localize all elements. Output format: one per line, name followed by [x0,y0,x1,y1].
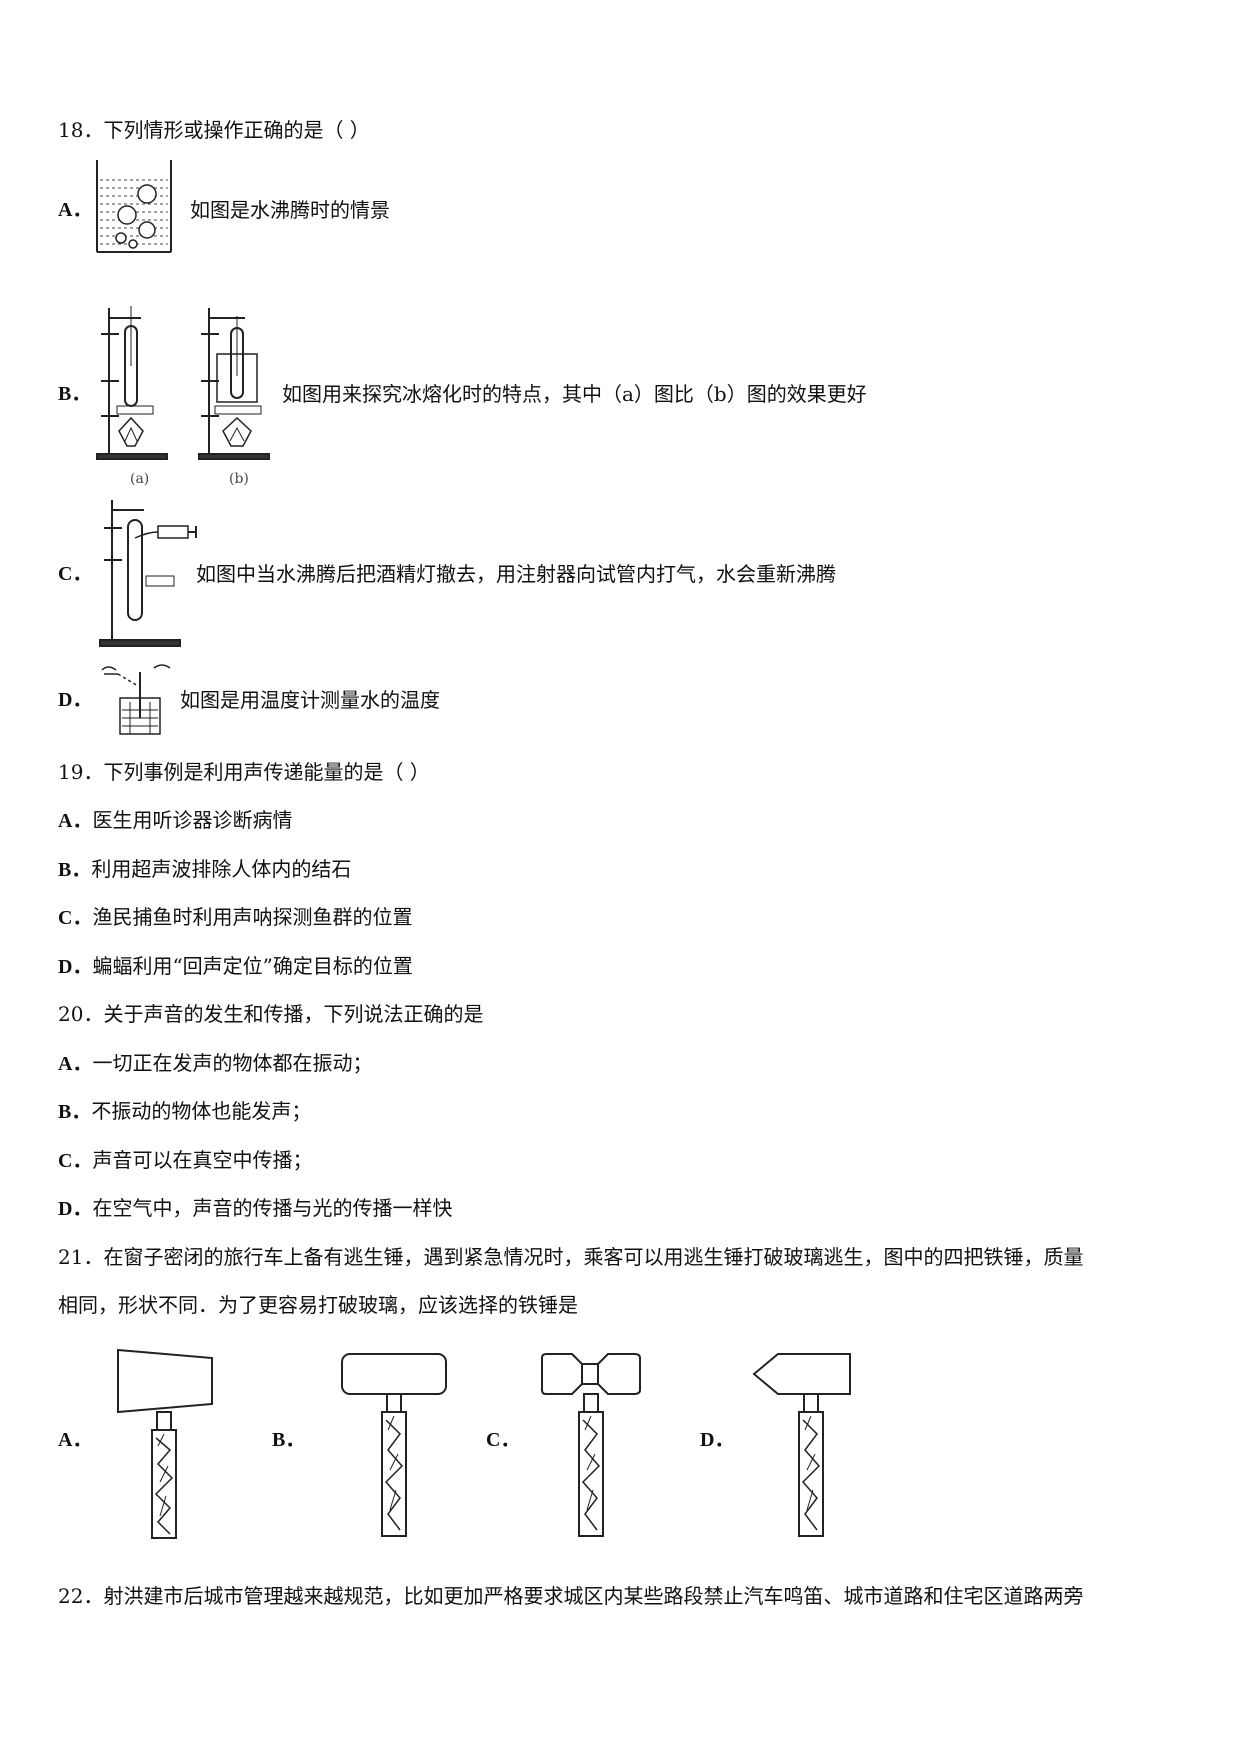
q20-option-d-text: 在空气中，声音的传播与光的传播一样快 [92,1196,453,1220]
q20-option-c-text: 声音可以在真空中传播； [92,1148,313,1172]
q18-option-a-text: 如图是水沸腾时的情景 [190,198,390,222]
q18-option-b-label: B． [58,383,92,405]
q20-option-a-label: A． [58,1053,93,1075]
q19-option-c-label: C． [58,907,93,929]
q19-option-b: B．利用超声波排除人体内的结石 [58,855,351,884]
figure-label-b: (b) [229,471,249,487]
syringe-test-tube-figure [98,498,198,650]
q20-stem: 20．关于声音的发生和传播，下列说法正确的是 [58,1002,484,1026]
hammer-c-figure [538,1350,644,1542]
q21-stem-line1: 21．在窗子密闭的旅行车上备有逃生锤，遇到紧急情况时，乘客可以用逃生锤打破玻璃逃… [58,1245,1084,1269]
q19-option-a-label: A． [58,810,93,832]
q19-option-d-text: 蝙蝠利用“回声定位”确定目标的位置 [92,954,413,978]
thermometer-beaker-figure [98,662,178,736]
q20-option-b-text: 不振动的物体也能发声； [91,1099,312,1123]
q21-option-a-label: A． [58,1429,93,1451]
q20-option-c-label: C． [58,1150,93,1172]
q21-stem-line2: 相同，形状不同．为了更容易打破玻璃，应该选择的铁锤是 [58,1293,578,1317]
figure-label-a: (a) [130,471,150,487]
hammer-a-figure [112,1346,224,1542]
q20-option-c: C．声音可以在真空中传播； [58,1146,312,1175]
q18-option-c-text: 如图中当水沸腾后把酒精灯撤去，用注射器向试管内打气，水会重新沸腾 [196,562,836,586]
q19-option-a: A．医生用听诊器诊断病情 [58,806,292,835]
ice-melting-apparatus-figure [95,306,291,488]
q19-option-b-label: B． [58,859,92,881]
q19-option-a-text: 医生用听诊器诊断病情 [92,808,293,832]
q19-option-d-label: D． [58,956,93,978]
q19-option-c-text: 渔民捕鱼时利用声呐探测鱼群的位置 [92,905,413,929]
q20-option-a: A．一切正在发声的物体都在振动； [58,1049,372,1078]
q19-option-b-text: 利用超声波排除人体内的结石 [91,857,352,881]
q20-option-b-label: B． [58,1101,92,1123]
q21-option-c-label: C． [486,1429,521,1451]
q21-option-d-label: D． [700,1429,735,1451]
q19-option-d: D．蝙蝠利用“回声定位”确定目标的位置 [58,952,413,981]
q18-option-d-text: 如图是用温度计测量水的温度 [180,688,440,712]
q18-stem: 18．下列情形或操作正确的是（ ） [58,118,370,142]
q19-option-c: C．渔民捕鱼时利用声呐探测鱼群的位置 [58,903,412,932]
boiling-beaker-figure [95,158,173,256]
q20-option-d-label: D． [58,1198,93,1220]
q20-option-d: D．在空气中，声音的传播与光的传播一样快 [58,1194,452,1223]
q20-option-a-text: 一切正在发声的物体都在振动； [92,1051,373,1075]
q18-option-c-label: C． [58,563,93,585]
q19-stem: 19．下列事例是利用声传递能量的是（ ） [58,760,430,784]
q21-option-b-label: B． [272,1429,306,1451]
hammer-b-figure [338,1350,450,1542]
q22-stem-line1: 22．射洪建市后城市管理越来越规范，比如更加严格要求城区内某些路段禁止汽车鸣笛、… [58,1584,1084,1608]
q18-option-a-label: A． [58,199,93,221]
hammer-d-figure [750,1350,856,1542]
q18-option-b-text: 如图用来探究冰熔化时的特点，其中（a）图比（b）图的效果更好 [282,382,867,406]
q18-option-d-label: D． [58,689,93,711]
q20-option-b: B．不振动的物体也能发声； [58,1097,311,1126]
